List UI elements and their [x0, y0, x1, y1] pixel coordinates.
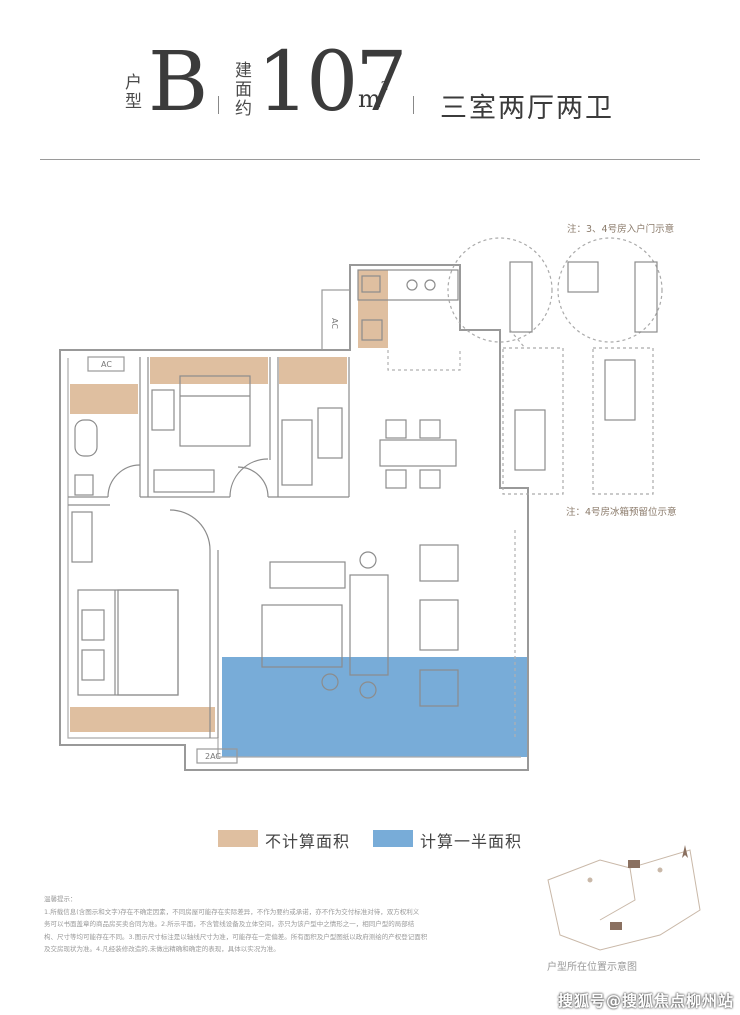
area-unit-base: m: [358, 85, 381, 113]
ac-ledge-top: [87, 356, 125, 372]
half-area-balcony: [222, 657, 528, 757]
desk-icon: [153, 469, 215, 493]
ac-label-left: AC: [330, 318, 339, 329]
kitchen-counter: [357, 269, 459, 301]
ac-ledge-left: [321, 289, 351, 351]
north-arrow-icon: [682, 845, 688, 858]
sofa-side-icon: [349, 574, 389, 676]
not-counted-area-master: [70, 707, 215, 732]
door-detail: [509, 261, 533, 333]
door-detail-circle: [557, 237, 663, 343]
toilet-icon: [74, 419, 98, 457]
site-road: [599, 867, 636, 921]
type-label: 户 型: [124, 74, 143, 112]
disclaimer-line: 1.所载信息(含图示和文字)存在不确定因素，不同房屋可能存在实际差异，不作为要约…: [44, 907, 420, 916]
door-detail: [634, 261, 658, 333]
header-rule: [40, 159, 700, 160]
area-label: 建 面 约: [234, 62, 253, 119]
door-swing: [107, 464, 141, 498]
ac-label-top: AC: [101, 360, 112, 369]
fridge-note: 注：4号房冰箱预留位示意: [566, 507, 677, 518]
area-unit-sup: 2: [380, 79, 389, 93]
area-label-char: 面: [235, 80, 252, 100]
plant-icon: [359, 681, 377, 699]
legend-swatch-not-counted: [218, 830, 258, 847]
location-map: [547, 845, 701, 951]
not-counted-area-bedroom3: [279, 357, 347, 384]
disclaimer-line: 及交房现状为准。4.凡经装修改造的,未做出精确和确定的表现，具体以实况为准。: [44, 945, 280, 953]
location-caption: 户型所在位置示意图: [547, 962, 637, 973]
sink-icon: [361, 275, 381, 293]
type-label-char: 户: [125, 73, 142, 93]
area-number: 107: [257, 35, 408, 130]
sofa-icon: [261, 604, 343, 668]
building-marker: [628, 860, 640, 868]
door-note: 注：3、4号房入户门示意: [567, 224, 675, 235]
header-divider: [218, 96, 219, 114]
door-swing: [169, 509, 211, 551]
wardrobe-icon: [151, 389, 175, 431]
area-unit: m2: [358, 79, 388, 113]
type-label-char: 型: [125, 92, 142, 112]
fridge-detail: [592, 347, 654, 495]
stove-icon: [424, 279, 436, 291]
watermark: 搜狐号@搜狐焦点柳州站: [558, 992, 735, 1010]
shower-icon: [74, 474, 94, 496]
area-label-char: 约: [235, 99, 252, 119]
site-outline: [547, 849, 701, 951]
outer-wall: [59, 264, 529, 771]
disclaimer: 温馨提示： 1.所载信息(含图示和文字)存在不确定因素，不同房屋可能存在实际差异…: [44, 893, 514, 956]
disclaimer-title: 温馨提示：: [44, 895, 77, 903]
bed-icon: [179, 375, 251, 447]
legend-swatch-half-counted: [373, 830, 413, 847]
header-divider: [413, 96, 414, 114]
door-detail: [567, 261, 599, 293]
door-detail-circle: [447, 237, 553, 343]
fridge-detail: [502, 347, 564, 495]
armchair-icon: [419, 669, 459, 707]
fridge-detail: [514, 409, 546, 471]
stove-icon: [406, 279, 418, 291]
plant-icon: [359, 551, 377, 569]
door-swing: [237, 466, 269, 498]
sink-icon: [317, 407, 343, 459]
door-swing: [229, 458, 269, 498]
area-label-char: 建: [235, 61, 252, 81]
disclaimer-line: 构、尺寸等均可能存在不同。3.图示尺寸标注是以轴线尺寸为准，可能存在一定偏差。所…: [44, 932, 428, 941]
disclaimer-line: 务可以书面盖章的商品房买卖合同为准。2.所示平面，不含管线设备及立体空间，亦只为…: [44, 920, 415, 928]
dining-table-icon: [379, 439, 457, 467]
legend-label-not-counted: 不计算面积: [265, 832, 351, 851]
plant-icon: [321, 673, 339, 691]
building-marker: [610, 922, 622, 930]
room-layout-title: 三室两厅两卫: [440, 93, 614, 124]
coffee-table-icon: [419, 599, 459, 651]
washer-icon: [71, 511, 93, 563]
legend-label-half-counted: 计算一半面积: [420, 832, 523, 851]
cabinet-icon: [281, 419, 313, 486]
floor-plan: AC AC 2AC: [59, 237, 663, 771]
tv-cabinet-icon: [269, 561, 346, 589]
master-bed-icon: [77, 589, 179, 696]
unit-type-letter: B: [148, 35, 209, 130]
not-counted-area-bath: [70, 384, 138, 414]
fridge-detail: [604, 359, 636, 421]
fridge-icon: [361, 319, 383, 341]
ac-ledge-bottom: [196, 748, 238, 764]
not-counted-area-bedroom2: [150, 357, 268, 384]
armchair-icon: [419, 544, 459, 582]
ac-label-bottom: 2AC: [205, 752, 221, 761]
not-counted-area-kitchen: [358, 270, 388, 348]
